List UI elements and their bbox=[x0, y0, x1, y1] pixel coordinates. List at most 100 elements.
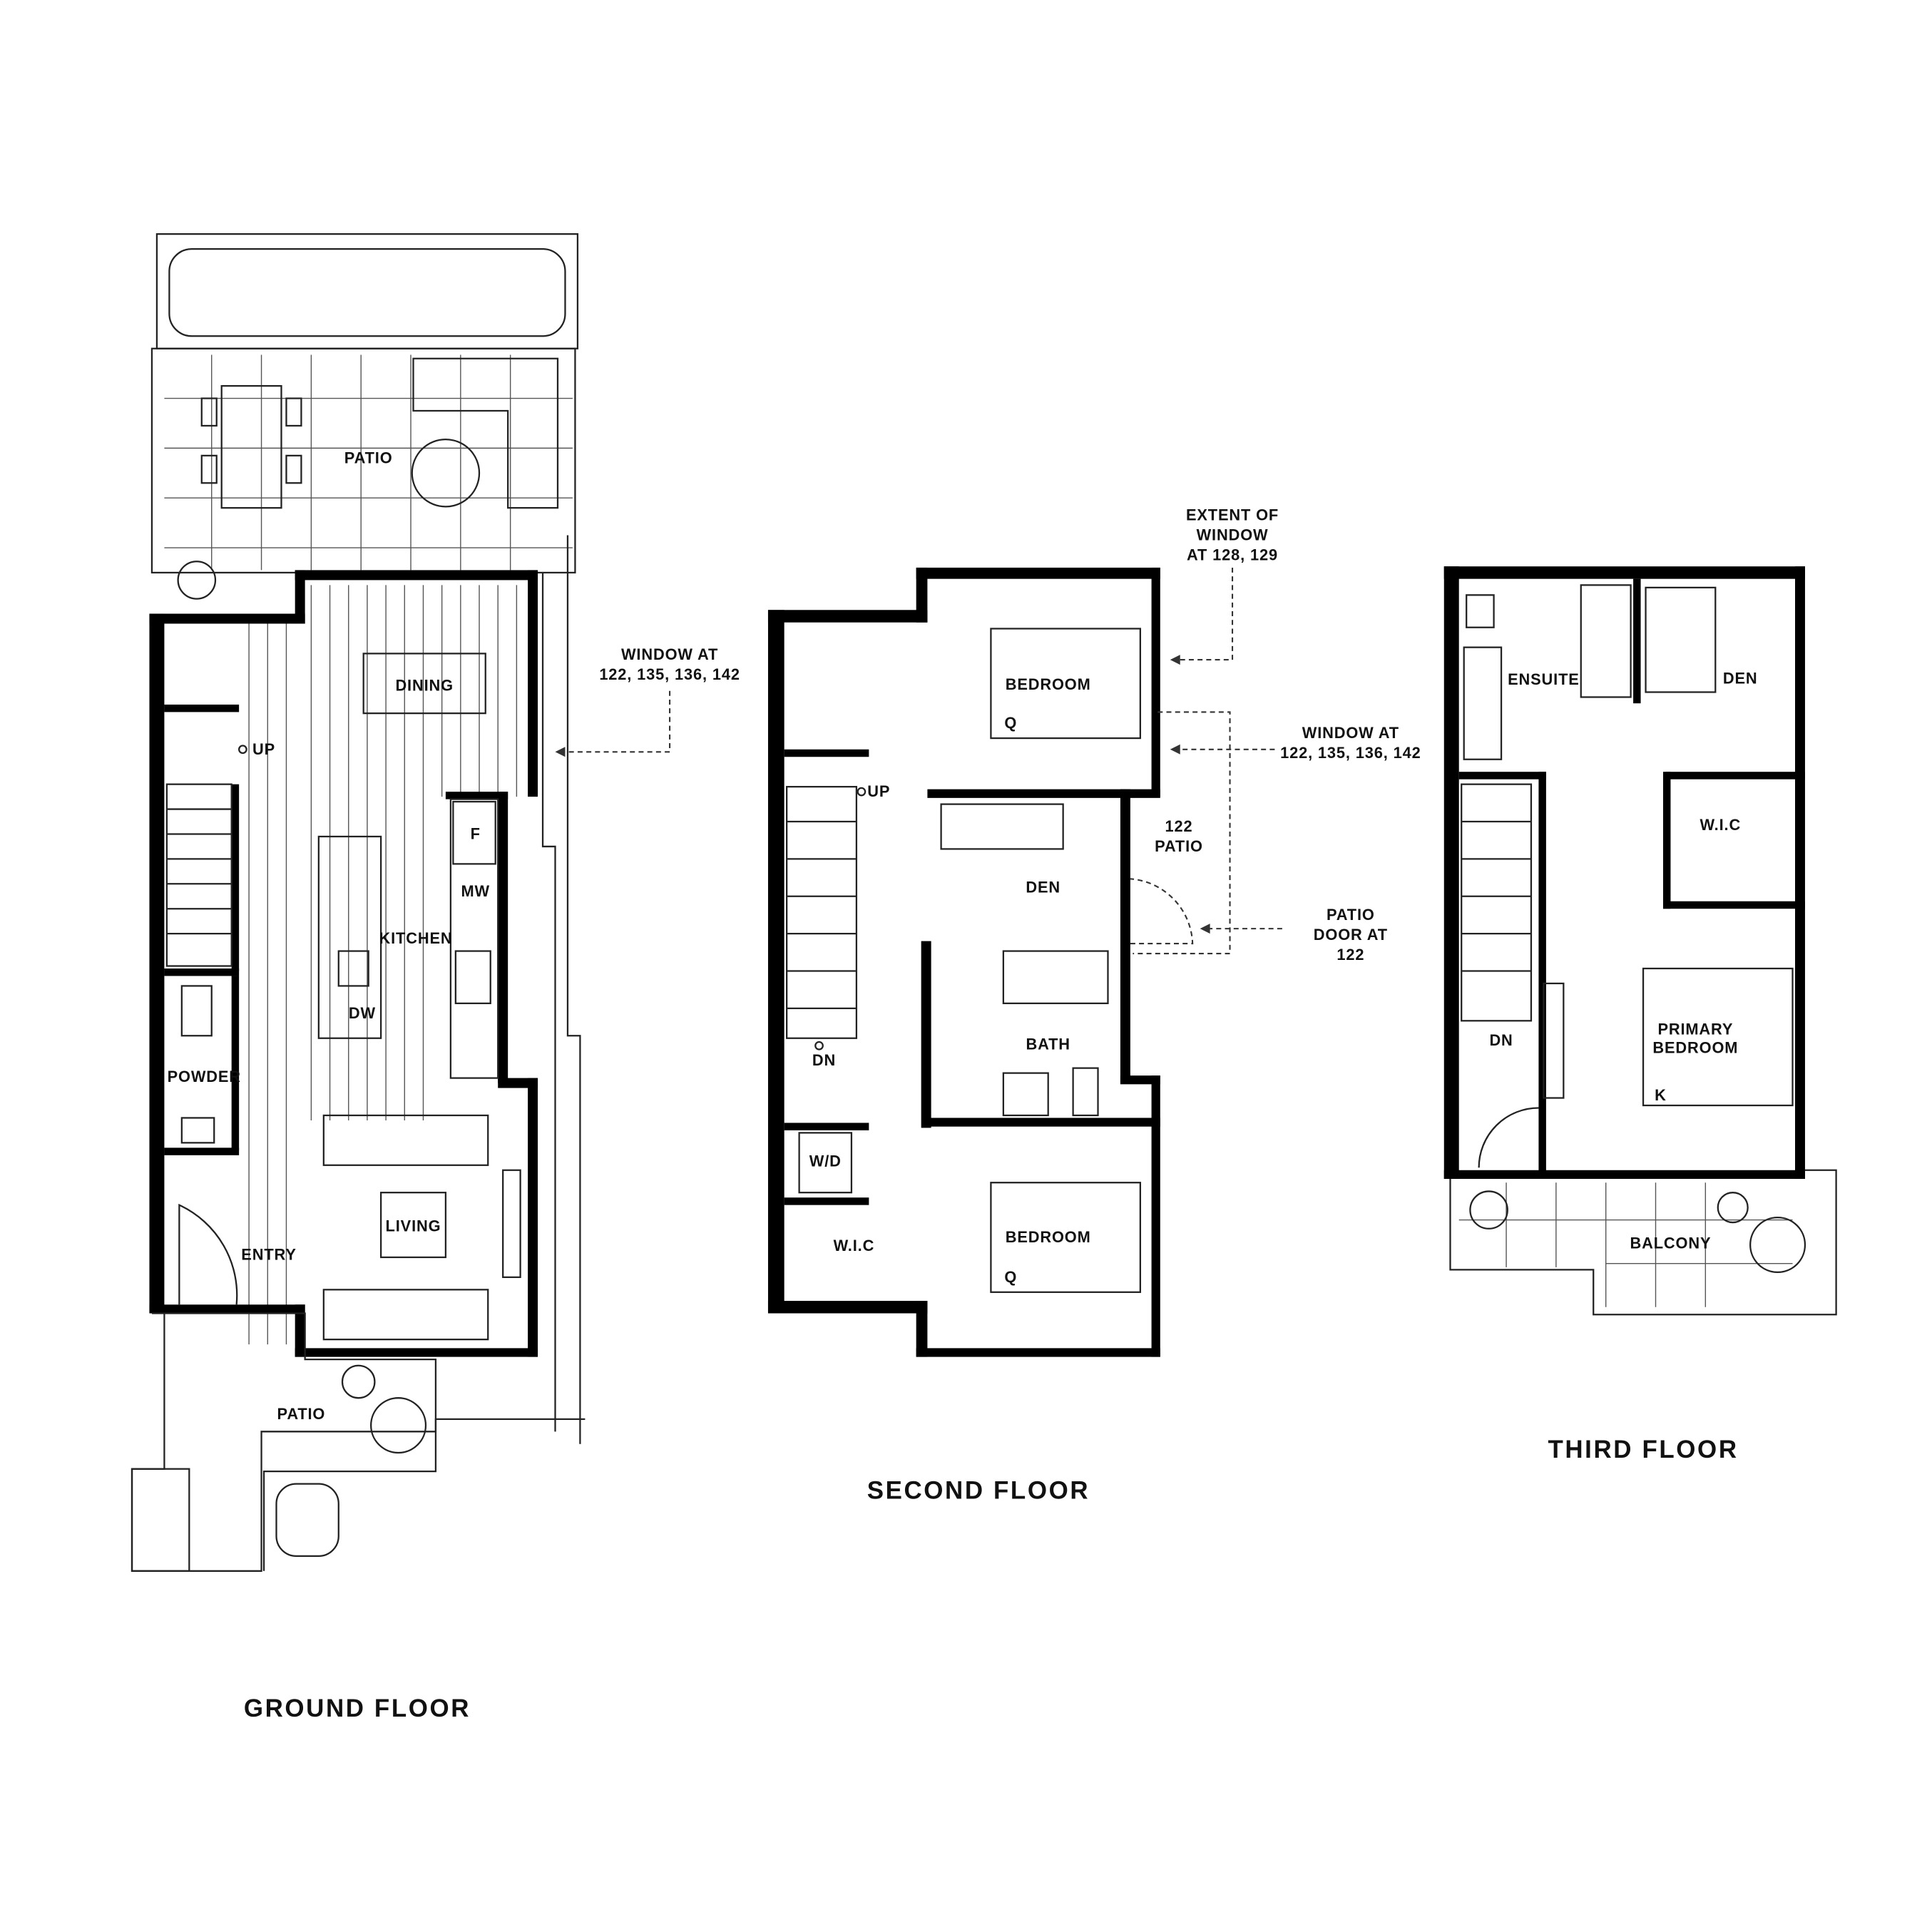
side-walkway bbox=[541, 535, 581, 1444]
rear-planter bbox=[155, 233, 579, 349]
wall bbox=[767, 1301, 928, 1314]
balcony-tiles bbox=[1458, 1182, 1793, 1307]
label-122: 122 bbox=[1165, 817, 1192, 835]
wall bbox=[149, 1304, 305, 1314]
chair-icon bbox=[200, 397, 218, 427]
stove-icon bbox=[454, 950, 491, 1004]
room-label-wic: W.I.C bbox=[1700, 816, 1741, 834]
wall bbox=[1794, 566, 1805, 1179]
label-wd: W/D bbox=[809, 1152, 842, 1170]
wall bbox=[1662, 901, 1805, 909]
sink-icon bbox=[180, 1117, 215, 1144]
room-label-kitchen: KITCHEN bbox=[379, 929, 453, 947]
fridge-icon bbox=[452, 800, 496, 865]
callout-window-line2: 122, 135, 136, 142 bbox=[1280, 744, 1421, 762]
wall bbox=[1120, 789, 1130, 1083]
wall bbox=[295, 1348, 538, 1357]
room-label-den: DEN bbox=[1026, 879, 1060, 896]
room-label-dining: DINING bbox=[395, 677, 454, 695]
stairs-up bbox=[165, 745, 247, 967]
chair-icon bbox=[285, 454, 302, 484]
callout-extent-line3: AT 128, 129 bbox=[1187, 546, 1278, 563]
room-label-patio-front: PATIO bbox=[277, 1405, 326, 1423]
wall bbox=[1151, 567, 1160, 797]
wall bbox=[767, 610, 928, 623]
wall bbox=[1662, 772, 1671, 909]
round-table-icon bbox=[411, 439, 481, 508]
wall bbox=[1120, 1075, 1160, 1085]
sofa-icon bbox=[322, 1289, 489, 1341]
callout-leader bbox=[1175, 567, 1234, 661]
callout-window-line1: WINDOW AT bbox=[1302, 724, 1399, 742]
second-floor-plan: BEDROOM Q UP DN DEN 122 PATIO BATH W/D W… bbox=[767, 506, 1421, 1505]
wall bbox=[164, 968, 240, 976]
stair-label-dn: DN bbox=[812, 1051, 836, 1069]
sectional-sofa-icon bbox=[412, 357, 559, 509]
arrow-icon bbox=[555, 747, 566, 757]
room-label-primary-line2: BEDROOM bbox=[1652, 1039, 1738, 1057]
room-label-ensuite: ENSUITE bbox=[1508, 670, 1580, 688]
plant-icon bbox=[1469, 1190, 1508, 1230]
wall bbox=[231, 976, 240, 1150]
wall bbox=[927, 789, 1127, 798]
label-patio: PATIO bbox=[1155, 837, 1203, 855]
plant-icon bbox=[177, 561, 217, 600]
room-label-powder: POWDER bbox=[168, 1068, 241, 1085]
kitchen-island-icon bbox=[317, 835, 382, 1039]
wall bbox=[295, 1304, 305, 1357]
toilet-icon bbox=[1072, 1067, 1099, 1117]
wall bbox=[295, 570, 538, 581]
label-dishwasher: DW bbox=[349, 1004, 376, 1022]
stairs-down bbox=[1461, 783, 1533, 1022]
wall bbox=[1443, 566, 1805, 579]
floor-title-ground: GROUND FLOOR bbox=[244, 1695, 471, 1722]
wall bbox=[164, 704, 240, 712]
bathtub-icon bbox=[1002, 950, 1109, 1004]
patio-tiles bbox=[164, 354, 573, 571]
toilet-icon bbox=[1466, 594, 1495, 628]
media-console-icon bbox=[502, 1169, 521, 1279]
wall bbox=[916, 567, 1160, 579]
wall bbox=[1443, 566, 1459, 1179]
coffee-table-icon bbox=[379, 1192, 447, 1259]
callout-extent-line1: EXTENT OF bbox=[1186, 506, 1279, 524]
floor-title-second: SECOND FLOOR bbox=[867, 1477, 1090, 1505]
wood-floor bbox=[248, 585, 518, 1345]
label-fridge: F bbox=[471, 824, 481, 842]
wall bbox=[916, 1348, 1160, 1357]
stair-label-up: UP bbox=[252, 740, 275, 758]
bed-icon bbox=[1642, 967, 1794, 1107]
shower-icon bbox=[1580, 584, 1632, 698]
room-label-bedroom-top: BEDROOM bbox=[1006, 675, 1091, 693]
chair-icon bbox=[200, 454, 218, 484]
sink-icon bbox=[337, 950, 369, 987]
wall bbox=[1458, 772, 1546, 780]
toilet-icon bbox=[180, 985, 213, 1037]
wall bbox=[1665, 772, 1805, 780]
kitchen-counter bbox=[449, 798, 499, 1079]
vanity-icon bbox=[1463, 646, 1503, 760]
room-label-wic: W.I.C bbox=[834, 1237, 875, 1254]
callout-door-line2: DOOR AT bbox=[1314, 926, 1388, 944]
wall bbox=[784, 749, 869, 757]
dining-table-icon bbox=[362, 653, 486, 715]
bed-size-q-top: Q bbox=[1004, 714, 1017, 732]
room-label-primary-line1: PRIMARY bbox=[1657, 1021, 1733, 1038]
wall bbox=[1443, 1170, 1805, 1179]
room-label-bath: BATH bbox=[1026, 1035, 1070, 1053]
wall bbox=[784, 1123, 869, 1130]
callout-leader bbox=[560, 690, 671, 753]
chair-icon bbox=[285, 397, 302, 427]
bed-icon bbox=[990, 628, 1142, 740]
wall bbox=[149, 613, 305, 624]
stair-label-dn: DN bbox=[1489, 1031, 1513, 1049]
room-label-entry: ENTRY bbox=[241, 1245, 296, 1263]
floor-title-third: THIRD FLOOR bbox=[1548, 1436, 1738, 1463]
patio-table-icon bbox=[220, 384, 282, 509]
wall bbox=[767, 610, 784, 1314]
washer-dryer-icon bbox=[798, 1132, 853, 1194]
stairs bbox=[786, 786, 867, 1051]
wall bbox=[231, 784, 240, 971]
callout-window-line2: 122, 135, 136, 142 bbox=[599, 665, 740, 683]
